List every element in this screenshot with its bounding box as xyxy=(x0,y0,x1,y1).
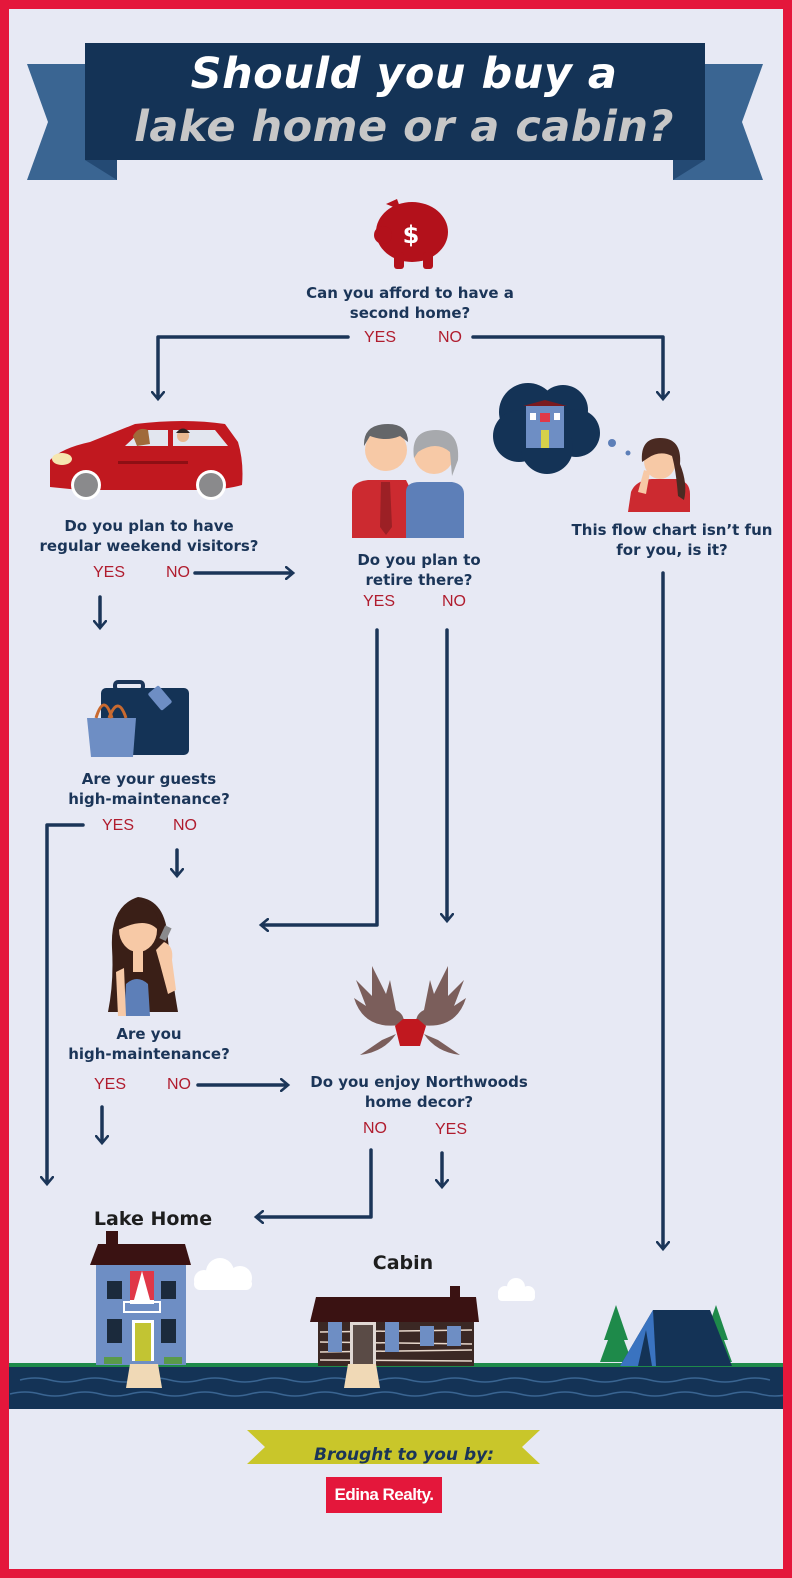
arrow-retire-yes xyxy=(262,628,379,925)
woman-thinking-icon xyxy=(628,438,690,512)
decor-question-line-2: home decor? xyxy=(364,1093,474,1111)
visitors-question-line-2: regular weekend visitors? xyxy=(39,537,259,555)
title-banner xyxy=(27,43,763,180)
guests-no-label: NO xyxy=(173,817,197,834)
visitors-question: Do you plan to have regular weekend visi… xyxy=(29,516,269,556)
you-question: Are you high-maintenance? xyxy=(49,1024,249,1064)
not-fun-question-line-1: This flow chart isn’t fun xyxy=(571,521,773,539)
cloud-icon xyxy=(194,1258,535,1301)
afford-yes-label: YES xyxy=(363,329,396,346)
you-question-line-2: high-maintenance? xyxy=(68,1045,230,1063)
lake-house-icon xyxy=(90,1231,191,1388)
guests-question-line-1: Are your guests xyxy=(81,770,217,788)
guests-question: Are your guests high-maintenance? xyxy=(49,769,249,809)
you-no-label: NO xyxy=(167,1076,191,1093)
afford-question-line-1: Can you afford to have a xyxy=(306,284,514,302)
woman-on-phone-icon xyxy=(108,897,178,1016)
couple-icon xyxy=(352,424,464,538)
lake-water-icon xyxy=(9,1363,783,1409)
luggage-icon xyxy=(87,680,189,757)
arrow-guests-yes xyxy=(47,823,85,1183)
decor-question-line-1: Do you enjoy Northwoods xyxy=(310,1073,528,1091)
arrow-decor-no xyxy=(257,1148,373,1217)
flow-arrows xyxy=(47,335,663,1248)
you-yes-label: YES xyxy=(93,1076,126,1093)
title-line-1: Should you buy a xyxy=(190,49,618,99)
guests-question-line-2: high-maintenance? xyxy=(68,790,230,808)
arrow-afford-yes xyxy=(158,335,350,398)
retire-question-line-1: Do you plan to xyxy=(357,551,481,569)
retire-question: Do you plan to retire there? xyxy=(349,550,489,590)
moose-antlers-icon xyxy=(354,966,466,1055)
piggy-bank-icon: $ xyxy=(374,199,448,269)
visitors-yes-label: YES xyxy=(92,564,125,581)
afford-no-label: NO xyxy=(438,329,462,346)
lake-home-label: Lake Home xyxy=(93,1208,213,1230)
you-question-line-1: Are you xyxy=(116,1025,182,1043)
cabin-icon xyxy=(310,1286,479,1388)
car-icon xyxy=(50,421,243,500)
decor-question: Do you enjoy Northwoods home decor? xyxy=(309,1072,529,1112)
not-fun-question-line-2: for you, is it? xyxy=(616,541,728,559)
thought-cloud-icon xyxy=(493,383,631,474)
decor-no-label: NO xyxy=(363,1120,387,1137)
title-line-2: lake home or a cabin? xyxy=(134,102,674,152)
retire-no-label: NO xyxy=(442,593,466,610)
tent-icon xyxy=(600,1305,732,1366)
not-fun-question: This flow chart isn’t fun for you, is it… xyxy=(565,520,779,560)
cabin-label: Cabin xyxy=(372,1252,434,1274)
retire-yes-label: YES xyxy=(362,593,395,610)
afford-question-line-2: second home? xyxy=(349,304,471,322)
decor-yes-label: YES xyxy=(434,1121,467,1138)
arrow-afford-no xyxy=(471,335,663,398)
retire-question-line-2: retire there? xyxy=(365,571,473,589)
edina-realty-logo: Edina Realty. xyxy=(326,1477,442,1513)
brought-to-you-by: Brought to you by: xyxy=(314,1445,494,1465)
visitors-question-line-1: Do you plan to have xyxy=(64,517,234,535)
svg-text:$: $ xyxy=(403,221,420,249)
afford-question: Can you afford to have a second home? xyxy=(300,283,520,323)
footer-ribbon xyxy=(247,1430,540,1464)
visitors-no-label: NO xyxy=(166,564,190,581)
guests-yes-label: YES xyxy=(101,817,134,834)
